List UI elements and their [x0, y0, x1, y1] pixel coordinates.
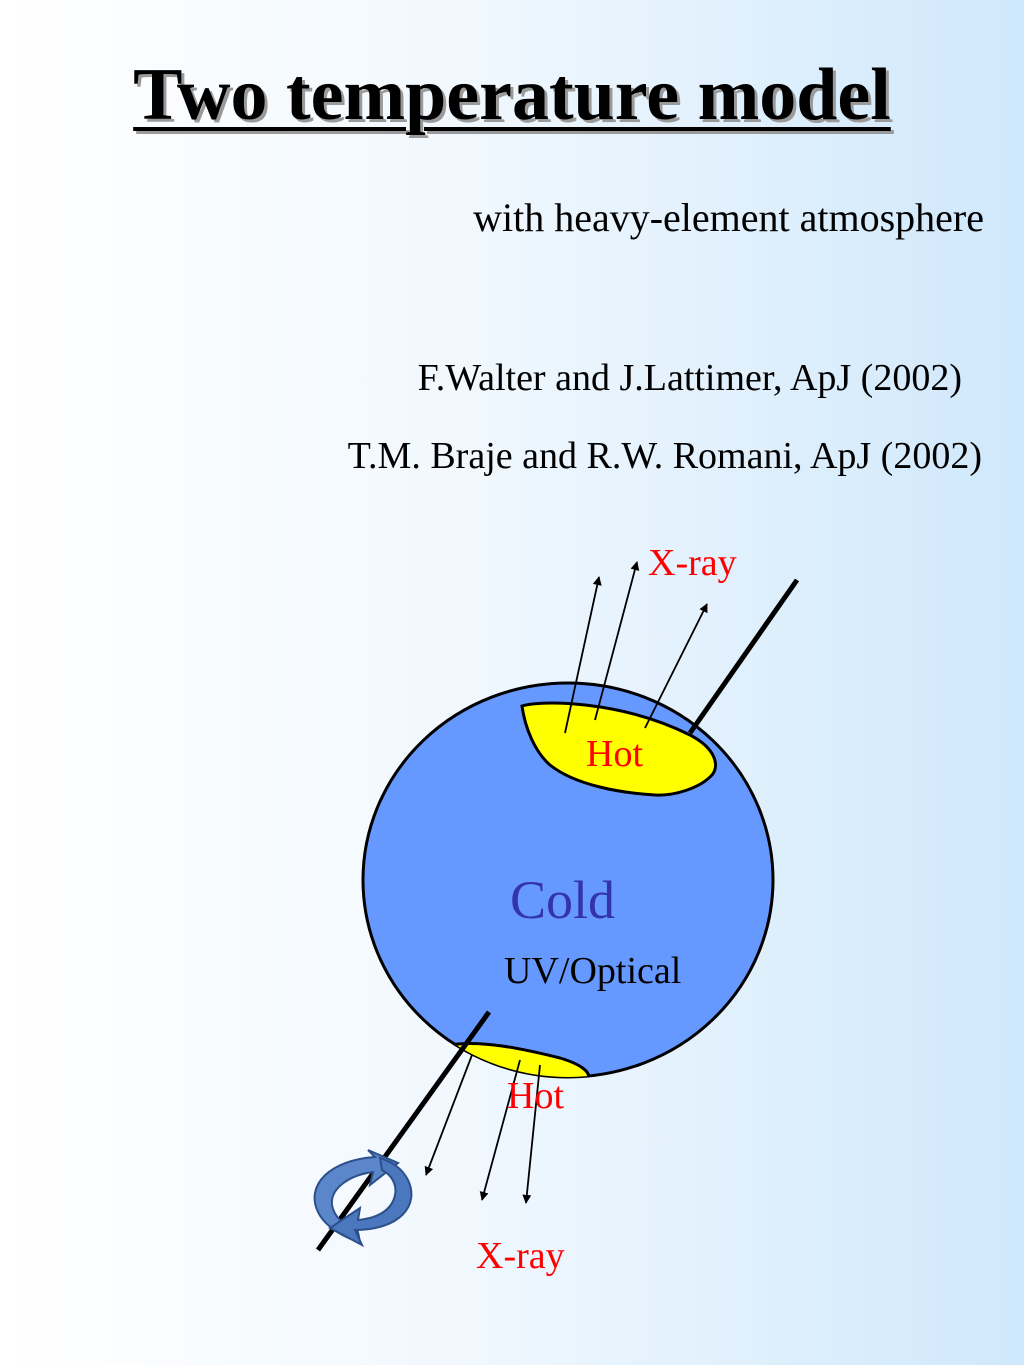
xray-arrow-top-1	[564, 576, 602, 734]
hot-label-bottom: Hot	[507, 1075, 564, 1117]
hot-spot-top	[520, 701, 717, 797]
xray-arrow-bottom-3	[522, 1064, 541, 1204]
slide-subtitle: with heavy-element atmosphere	[473, 195, 984, 240]
xray-arrow-top-3	[644, 603, 708, 729]
rotation-axis-top	[687, 578, 800, 735]
xray-arrow-bottom-2	[479, 1059, 521, 1201]
xray-label-bottom: X-ray	[476, 1235, 565, 1277]
rotation-axis-bottom	[315, 1010, 492, 1252]
hot-label-top: Hot	[586, 733, 643, 775]
slide-title: Two temperature model	[133, 54, 891, 136]
rotation-arrow-icon	[313, 1149, 413, 1248]
cold-label: Cold	[510, 870, 615, 930]
reference-walter-lattimer: F.Walter and J.Lattimer, ApJ (2002)	[417, 357, 962, 399]
xray-arrow-bottom-1	[424, 1054, 473, 1176]
reference-braje-romani: T.M. Braje and R.W. Romani, ApJ (2002)	[347, 435, 982, 477]
xray-arrow-top-2	[594, 561, 640, 721]
xray-label-top: X-ray	[648, 542, 737, 584]
uv-optical-label: UV/Optical	[504, 950, 681, 992]
